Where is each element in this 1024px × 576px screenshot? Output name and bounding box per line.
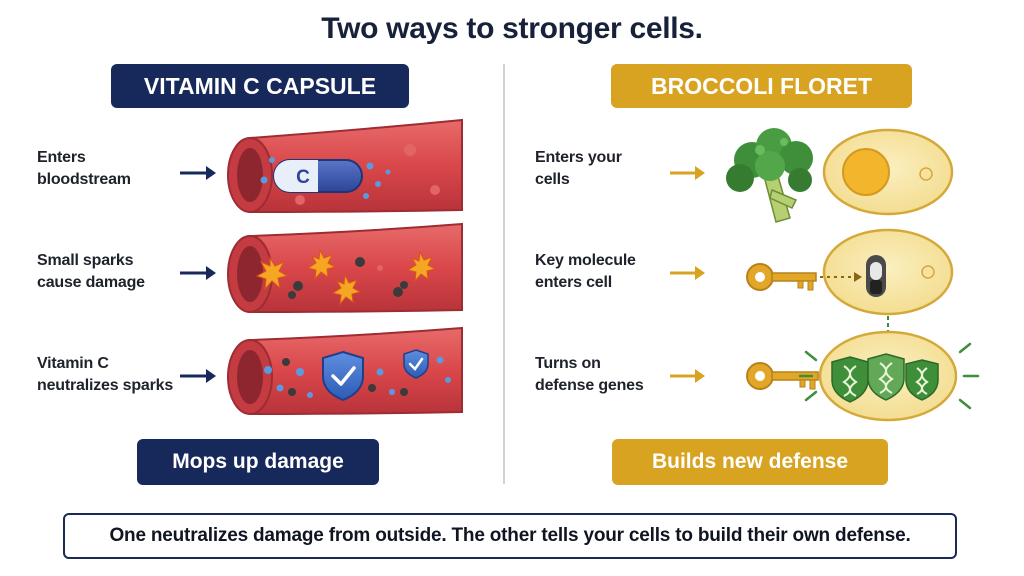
right-step-2-label: Key molecule enters cell [535,252,636,291]
right-arrow-2 [670,266,705,280]
spark-icon-4 [406,250,437,283]
gene-shield-icon-1 [831,356,869,403]
left-step-2-label: Small sparks cause damage [37,252,145,291]
blood-vessel-2 [227,222,463,314]
broccoli-header: BROCCOLI FLORET [611,64,912,108]
shield-icon [322,350,364,402]
damage-particle [293,281,303,291]
column-divider [503,64,505,484]
small-shield-icon [403,349,429,379]
left-step-1-label: Enters bloodstream [37,149,131,188]
mops-up-damage-badge: Mops up damage [137,439,379,485]
left-step-3-label: Vitamin C neutralizes sparks [37,355,174,394]
right-arrow-1 [670,166,705,180]
summary-box: One neutralizes damage from outside. The… [63,513,957,559]
broccoli-icon [726,128,813,223]
gene-shield-icon-3 [905,359,939,401]
spark-icon-2 [306,248,337,281]
blood-vessel-1: C [227,118,463,214]
key-icon-2 [746,362,819,390]
vitamin-c-header: VITAMIN C CAPSULE [111,64,409,108]
gene-shield-icon-2 [867,353,905,401]
left-arrow-1 [180,166,216,180]
keyhole-icon [866,255,886,297]
builds-new-defense-badge: Builds new defense [612,439,888,485]
left-arrow-2 [180,266,216,280]
spark-icon-3 [331,273,362,306]
page-title: Two ways to stronger cells. [321,12,703,45]
right-step-3-label: Turns on defense genes [535,355,644,394]
cell-1 [822,128,954,216]
spark-icon-1 [255,256,289,291]
activation-rays [798,342,980,410]
key-icon-1 [746,263,862,291]
blood-vessel-3 [227,326,463,416]
right-arrow-3 [670,369,705,383]
capsule-letter: C [296,167,310,188]
right-step-1-label: Enters your cells [535,149,622,188]
cell-2 [822,228,954,316]
left-arrow-3 [180,369,216,383]
